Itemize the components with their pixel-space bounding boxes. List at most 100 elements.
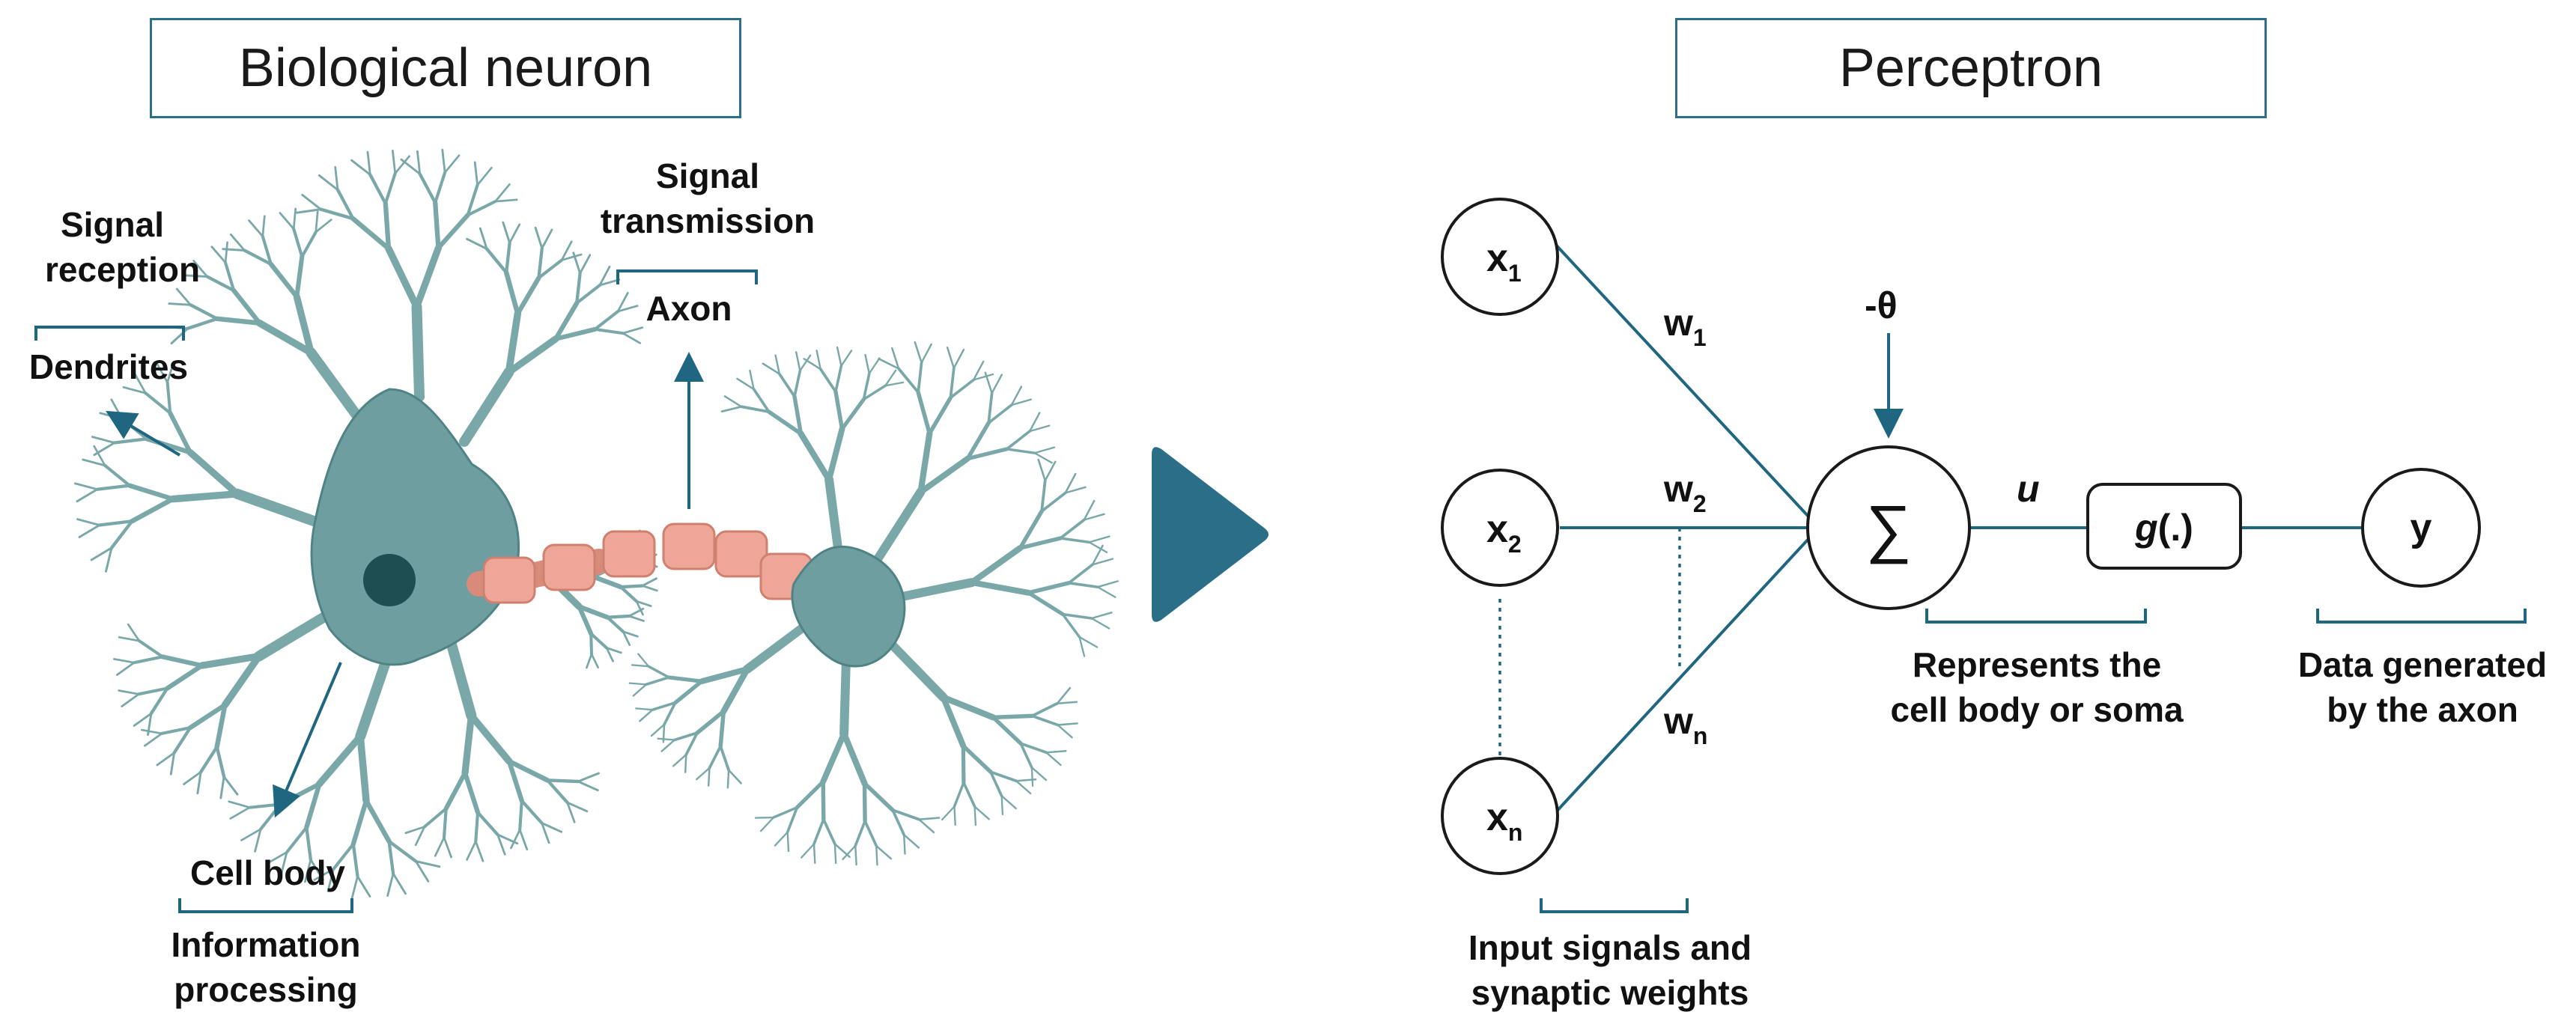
- dendrite-branch: [774, 831, 789, 847]
- dendrite-branch: [541, 228, 553, 250]
- dendrite-branch: [772, 805, 799, 819]
- dendrite-branch: [1019, 742, 1048, 755]
- dendrite-branch: [723, 395, 743, 408]
- dendrite-branch: [605, 647, 614, 662]
- dendrite-branch: [496, 833, 506, 856]
- input-node-xn: [1441, 757, 1559, 875]
- dendrite-branch: [815, 350, 822, 371]
- dendrite-branch: [577, 780, 599, 792]
- dendrite-branch: [385, 245, 421, 311]
- dendrite-branch: [149, 686, 169, 716]
- dendrite-branch: [515, 275, 541, 317]
- dendrite-branch: [631, 664, 650, 668]
- dendrite-branch: [105, 546, 113, 573]
- dendrite-branch: [537, 258, 564, 280]
- dendrite-branch: [496, 833, 519, 845]
- dendrite-branch: [695, 709, 726, 735]
- dendrite-branch: [434, 171, 447, 204]
- dendrite-branch: [897, 367, 920, 394]
- dendrite-branch: [718, 709, 726, 749]
- dendrite-branch: [214, 316, 262, 326]
- dendrite-branch: [183, 770, 202, 785]
- dendrite-branch: [1030, 767, 1034, 787]
- dendrite-branch: [720, 665, 751, 715]
- dendrite-branch: [93, 442, 116, 457]
- dendrite-branch: [133, 712, 153, 727]
- dendrite-branch: [315, 210, 319, 234]
- dendrite-branch: [186, 448, 241, 498]
- dendrite-branch: [914, 341, 923, 364]
- dendrite-branch: [243, 249, 273, 266]
- dendrite-branch: [949, 366, 956, 400]
- dendrite-branch: [541, 822, 563, 833]
- dendrite-branch: [973, 805, 990, 820]
- dendrite-branch: [586, 653, 593, 669]
- dendrite-branch: [1000, 795, 1004, 816]
- dendrite-branch: [628, 607, 645, 618]
- bracket-signal-transmission: [616, 269, 758, 284]
- dendrite-branch: [115, 661, 136, 676]
- bracket-inputs: [1540, 898, 1689, 913]
- dendrite-branch: [462, 770, 481, 815]
- dendrite-branch: [767, 409, 804, 436]
- dendrite-branch: [309, 858, 324, 881]
- dendrite-branch: [350, 216, 392, 252]
- dendrite-branch: [414, 826, 426, 847]
- caption-soma: Represents the cell body or soma: [1890, 645, 2184, 729]
- dendrite-branch: [839, 397, 866, 431]
- dendrite-branch: [1091, 544, 1104, 566]
- dendrite-branch: [127, 623, 141, 642]
- dendrite-branch: [199, 745, 219, 774]
- cell-body-shape: [310, 388, 520, 666]
- label-dendrites: Dendrites: [28, 347, 189, 386]
- dendrite-branch: [605, 647, 622, 654]
- label-signal-transmission: Signal transmission: [600, 156, 815, 240]
- dendrite-branch: [466, 237, 488, 250]
- dendrite-branch: [1026, 581, 1072, 595]
- dendrite-branch: [684, 731, 699, 756]
- dendrite-branch: [411, 302, 425, 402]
- dendrite-branch: [635, 707, 654, 711]
- myelin-segment: [662, 522, 716, 570]
- dendrite-branch: [222, 248, 246, 252]
- dendrite-branch: [219, 775, 225, 799]
- dendrite-branch: [566, 801, 576, 823]
- dendrite-branch: [672, 731, 699, 742]
- dendrite-branch: [518, 799, 523, 832]
- dendrite-branch: [1010, 398, 1033, 406]
- dendrite-branch: [144, 391, 172, 415]
- dendrite-branch: [1010, 386, 1023, 406]
- perceptron-title: Perceptron: [1675, 18, 2267, 118]
- dendrite-branch: [824, 475, 843, 558]
- w1-label: w1: [1663, 302, 1707, 351]
- dendrite-branch: [205, 275, 236, 293]
- dendrite-branch: [946, 347, 956, 369]
- dendrite-branch: [76, 488, 99, 503]
- dendrite-branch: [319, 207, 355, 221]
- dendrite-branch: [315, 732, 364, 787]
- dendrite-branch: [862, 384, 887, 401]
- dendrite-branch: [1030, 766, 1048, 781]
- dendrite-branch: [1028, 424, 1051, 433]
- dendrite-branch: [968, 579, 1032, 596]
- dendrite-branch: [727, 769, 742, 784]
- dendrite-branch: [839, 654, 851, 738]
- perceptron-diagram: [1498, 240, 2527, 913]
- dendrite-branch: [318, 174, 339, 192]
- dendrite-branch: [647, 665, 670, 679]
- dendrite-branch: [632, 683, 648, 697]
- dendrite-branch: [868, 357, 881, 375]
- neuron-illustration: [74, 148, 1119, 900]
- dendrite-branch: [651, 701, 677, 712]
- myelin-segment: [482, 556, 536, 604]
- dendrite-branch: [383, 171, 397, 205]
- dendrite-branch: [1033, 446, 1056, 454]
- dendrite-branch: [657, 737, 675, 741]
- dendrite-branch: [820, 731, 848, 785]
- edge-x1-sum: [1551, 240, 1810, 518]
- dendrite-branch: [645, 676, 671, 686]
- dendrite-branch: [619, 584, 645, 589]
- dendrite-branch: [821, 817, 836, 846]
- dendrite-branch: [622, 630, 631, 646]
- dendrite-branch: [740, 405, 771, 413]
